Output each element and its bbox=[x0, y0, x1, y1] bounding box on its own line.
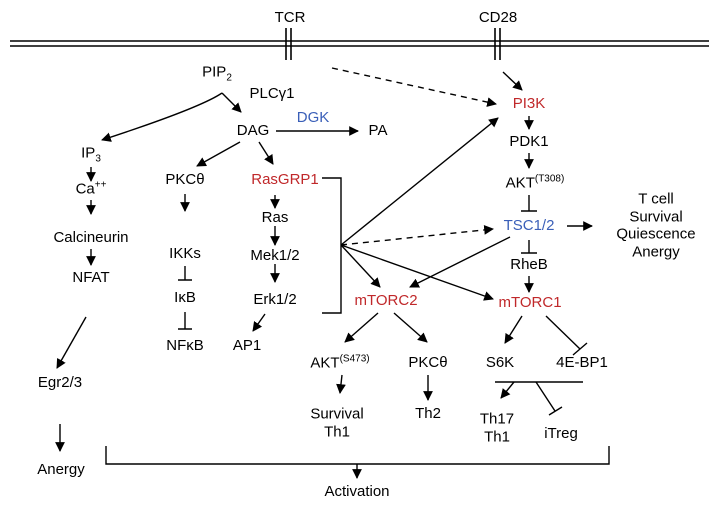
cd28-pi3k-arrow bbox=[502, 71, 523, 91]
nfat-egr-arrow bbox=[56, 316, 87, 369]
pip2-node: PIP2 bbox=[202, 63, 232, 84]
rasgrp1-node: RasGRP1 bbox=[251, 171, 319, 189]
pip2-ip3-arrow bbox=[101, 92, 223, 142]
tsc-mtorc2-arrow bbox=[409, 236, 511, 288]
mtorc1-s6k-arrow bbox=[504, 315, 523, 344]
mek-node: Mek1/2 bbox=[250, 247, 300, 265]
tcr-pi3k-dashed-arrow bbox=[331, 67, 497, 107]
tcr-label: TCR bbox=[274, 9, 306, 27]
bar-itreg-inhibit bbox=[535, 381, 563, 416]
hub-mtorc1-arrow bbox=[340, 244, 494, 301]
ikks-ikb-inhibit bbox=[178, 266, 192, 281]
ikb-node: IκB bbox=[174, 289, 196, 307]
pdk1-node: PDK1 bbox=[509, 133, 549, 151]
pi3k-node: PI3K bbox=[512, 95, 546, 113]
rheb-node: RheB bbox=[510, 256, 548, 274]
mtorc1-4ebp1-inhibit bbox=[545, 315, 588, 356]
dgk-node: DGK bbox=[296, 109, 330, 127]
mtorc2-akt-arrow bbox=[344, 312, 379, 343]
mtorc1-node: mTORC1 bbox=[498, 294, 562, 312]
hub-pi3k-arrow bbox=[340, 117, 499, 246]
ip3-node: IP3 bbox=[81, 144, 101, 165]
activation-node: Activation bbox=[324, 483, 390, 501]
pkc-theta2-node: PKCθ bbox=[408, 354, 448, 372]
ikks-node: IKKs bbox=[169, 245, 201, 263]
activation-bracket bbox=[105, 446, 610, 465]
dag-rasgrp1-arrow bbox=[258, 141, 274, 165]
anergy-left-node: Anergy bbox=[37, 461, 85, 479]
tsc-node: TSC1/2 bbox=[503, 217, 555, 235]
akt-tsc-inhibit bbox=[521, 195, 537, 212]
akt-survival-arrow bbox=[336, 374, 346, 394]
ap1-node: AP1 bbox=[232, 337, 262, 355]
erk-ap1-arrow bbox=[252, 313, 266, 332]
4ebp1-node: 4E-BP1 bbox=[556, 354, 608, 372]
th2-node: Th2 bbox=[415, 405, 441, 423]
ikb-nfkb-inhibit bbox=[178, 312, 192, 330]
th17-th1-node: Th17 Th1 bbox=[479, 410, 515, 445]
ras-node: Ras bbox=[261, 209, 289, 227]
bar-th17-arrow bbox=[500, 381, 515, 399]
plcg1-node: PLCγ1 bbox=[249, 85, 295, 103]
tcell-outcome-node: T cell Survival Quiescence Anergy bbox=[616, 190, 696, 261]
hub-mtorc2-arrow bbox=[340, 244, 381, 288]
erk-node: Erk1/2 bbox=[253, 291, 297, 309]
survival-th1-node: Survival Th1 bbox=[310, 405, 364, 440]
hub-tsc-dashed-arrow bbox=[340, 225, 494, 246]
s6k-node: S6K bbox=[485, 354, 515, 372]
akt-t308-node: AKT(T308) bbox=[505, 173, 565, 192]
dag-node: DAG bbox=[236, 122, 270, 140]
pkc-theta-node: PKCθ bbox=[165, 171, 205, 189]
cd28-label: CD28 bbox=[478, 9, 518, 27]
calcineurin-node: Calcineurin bbox=[53, 229, 129, 247]
mtorc2-node: mTORC2 bbox=[354, 292, 418, 310]
akt-s473-node: AKT(S473) bbox=[310, 353, 370, 372]
nfat-node: NFAT bbox=[72, 269, 110, 287]
itreg-node: iTreg bbox=[544, 425, 578, 443]
nfkb-node: NFκB bbox=[166, 337, 204, 355]
egr-node: Egr2/3 bbox=[37, 374, 83, 392]
calcium-node: Ca++ bbox=[75, 179, 107, 198]
tsc-rheb-inhibit bbox=[521, 240, 537, 254]
pa-node: PA bbox=[368, 122, 388, 140]
dag-effector-bracket bbox=[322, 177, 342, 314]
dag-pkc-arrow bbox=[196, 141, 241, 167]
pip2-dag-arrow bbox=[221, 92, 242, 113]
mtorc2-pkc-arrow bbox=[393, 312, 428, 343]
